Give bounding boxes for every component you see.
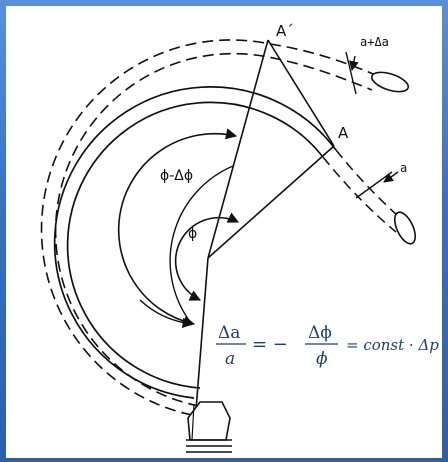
formula-rhs-tail: = const · Δp — [346, 336, 439, 354]
diagram-panel: A´ A a+Δa a ϕ-Δϕ ϕ Δa a = − Δϕ ϕ = const… — [6, 6, 442, 458]
formula-rhs-numerator: Δϕ — [308, 323, 332, 343]
original-tube-extension-dashed — [322, 149, 406, 233]
label-a-prime: A´ — [276, 22, 294, 40]
original-tube-outer — [53, 86, 337, 399]
label-gap-lower: a — [400, 161, 407, 175]
formula-equals-minus: = − — [252, 334, 288, 355]
label-angle-phi: ϕ — [188, 226, 197, 242]
line-center-to-a-prime — [207, 39, 269, 259]
label-a: A — [338, 124, 349, 142]
gap-tick-lower — [355, 171, 393, 199]
formula-lhs-denominator: a — [225, 349, 235, 369]
gap-arrow-lower — [383, 171, 399, 183]
label-angle-phi-minus-dphi: ϕ-Δϕ — [160, 168, 193, 184]
angle-arc-phi-large — [169, 165, 234, 324]
angle-arc-base — [139, 299, 194, 329]
line-a-prime-to-a — [267, 39, 335, 147]
original-tube-tip — [393, 211, 417, 245]
line-center-to-base — [195, 257, 209, 411]
gap-tick-upper — [345, 51, 357, 95]
tube-socket — [186, 401, 232, 453]
gap-arrow-upper — [349, 55, 359, 71]
label-gap-upper: a+Δa — [360, 35, 389, 49]
formula: Δa a = − Δϕ ϕ = const · Δp — [216, 323, 439, 369]
deformed-tube-outer-dashed — [40, 39, 379, 416]
formula-lhs-numerator: Δa — [218, 323, 240, 343]
bourdon-tube-diagram: A´ A a+Δa a ϕ-Δϕ ϕ Δa a = − Δϕ ϕ = const… — [40, 22, 439, 453]
deformed-tube-inner-dashed — [54, 52, 373, 407]
deformed-tube-tip — [370, 71, 410, 93]
original-tube-inner — [66, 101, 324, 389]
formula-rhs-denominator: ϕ — [316, 349, 328, 369]
angle-arc-phi — [174, 212, 240, 301]
angle-arc-phi-minus-dphi — [117, 128, 238, 328]
line-center-to-a — [207, 145, 335, 259]
